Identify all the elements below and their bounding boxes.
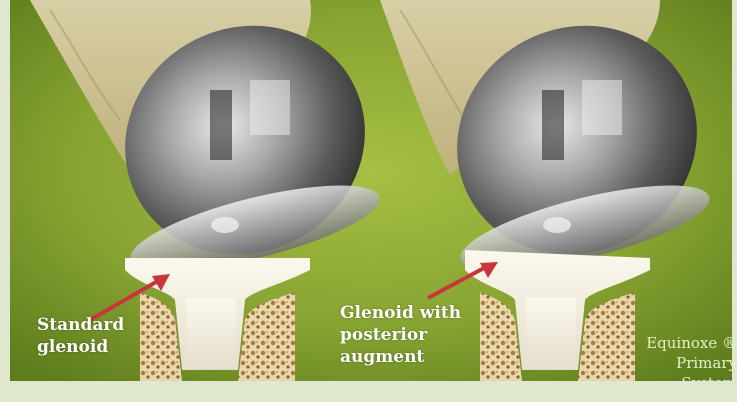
augment-glenoid-label: Glenoid with posterior augment — [340, 302, 461, 368]
augment-label-line2: posterior — [340, 324, 461, 346]
caption-line1: Equinoxe ® — [646, 333, 737, 353]
caption-line3: System — [646, 373, 737, 393]
standard-label-line1: Standard — [37, 314, 124, 336]
augment-label-line1: Glenoid with — [340, 302, 461, 324]
standard-glenoid-label: Standard glenoid — [37, 314, 124, 358]
caption-line2: Primary — [646, 353, 737, 373]
standard-label-line2: glenoid — [37, 336, 124, 358]
product-caption: Equinoxe ® Primary System — [646, 333, 737, 393]
augment-label-line3: augment — [340, 346, 461, 368]
